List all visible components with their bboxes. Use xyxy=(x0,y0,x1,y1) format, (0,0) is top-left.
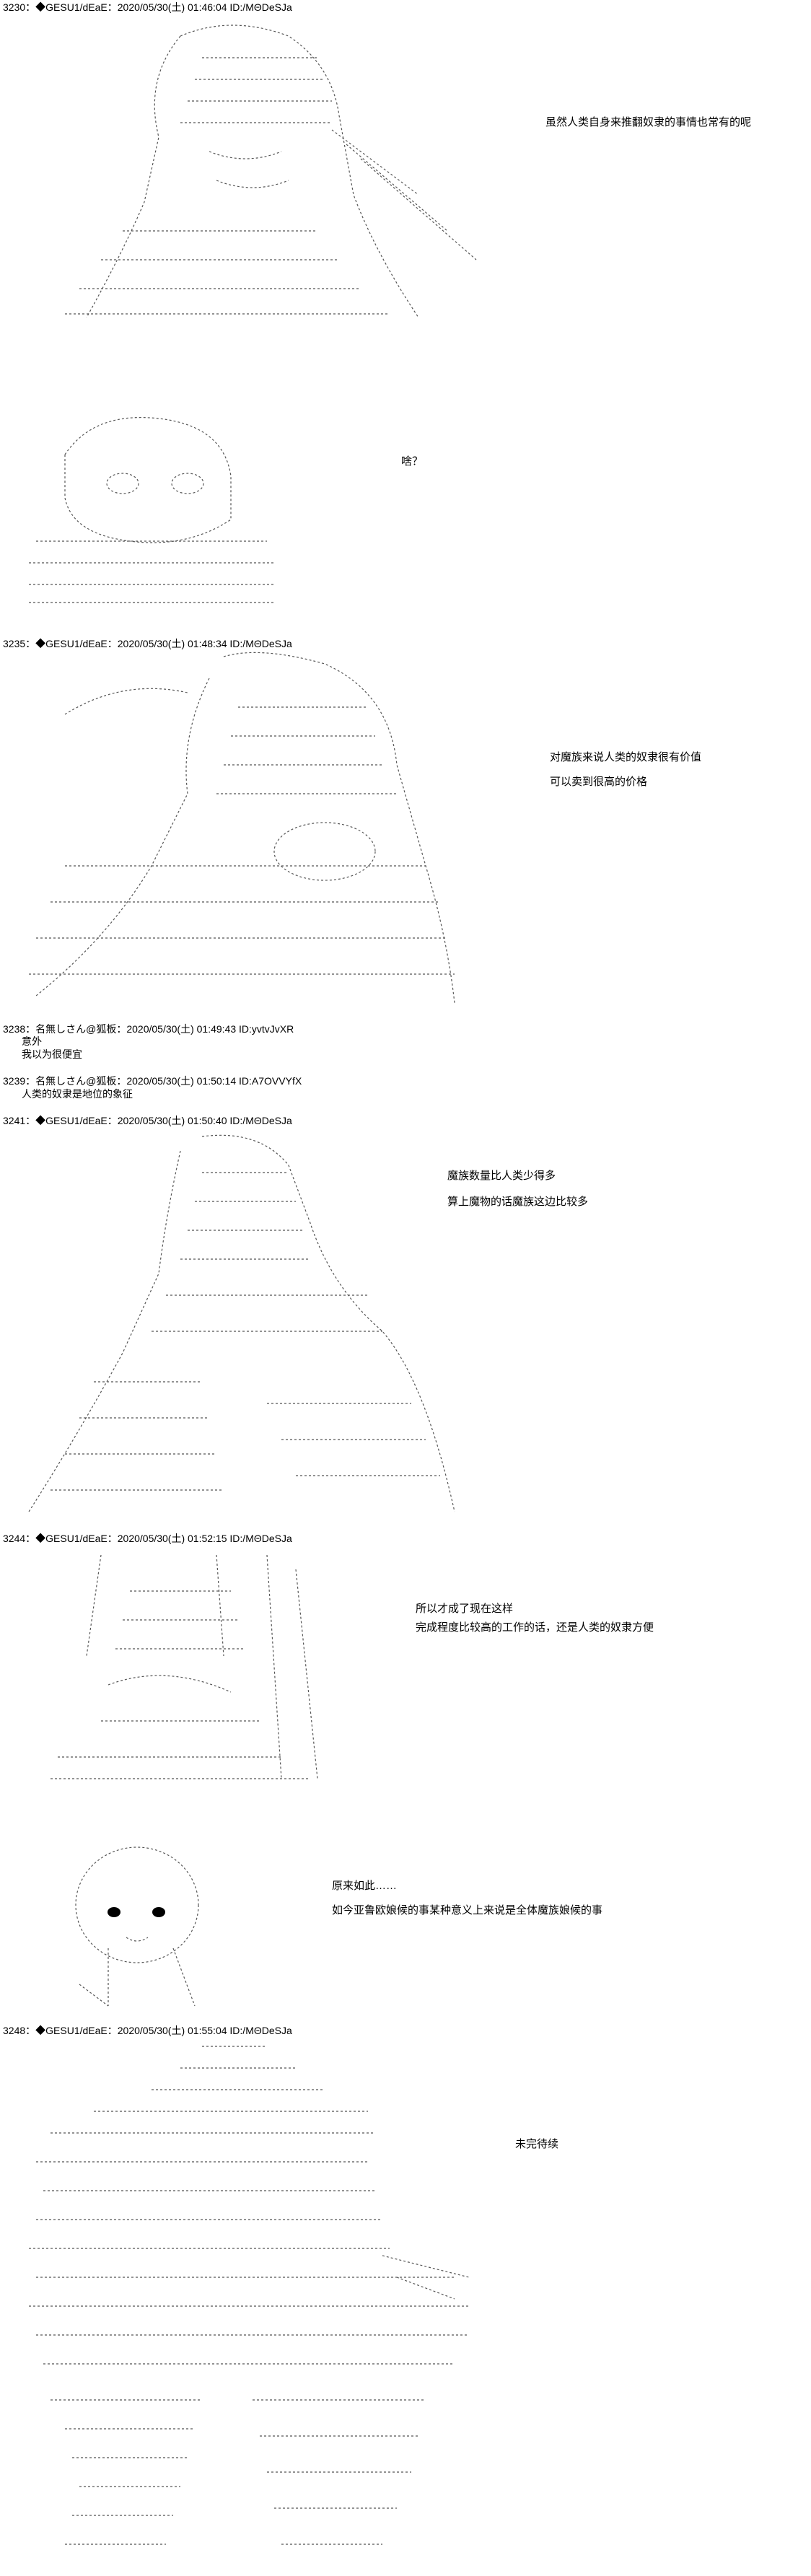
dialogue-line: 啥？ xyxy=(401,455,424,468)
post-body-line: 意外 xyxy=(22,1035,42,1047)
dialogue-line: 魔族数量比人类少得多 xyxy=(447,1170,556,1182)
dialogue-line: 对魔族来说人类的奴隶很有价值 xyxy=(550,751,702,763)
ascii-art-figure xyxy=(22,2039,483,2573)
dialogue-line: 未完待续 xyxy=(515,2138,559,2150)
dialogue-line: 算上魔物的话魔族这边比较多 xyxy=(447,1196,589,1208)
ascii-art-figure xyxy=(22,649,462,1010)
post-header: 3248：◆GESU1/dEaE：2020/05/30(土) 01:55:04 … xyxy=(3,2025,292,2036)
ascii-art-figure xyxy=(14,14,505,332)
dialogue-line: 如今亚鲁欧娘候的事某种意义上来说是全体魔族娘候的事 xyxy=(332,1904,603,1916)
dialogue-line: 完成程度比较高的工作的话，还是人类的奴隶方便 xyxy=(416,1621,654,1634)
post-header: 3239：名無しさん@狐板：2020/05/30(土) 01:50:14 ID:… xyxy=(3,1075,302,1087)
dialogue-line: 原来如此…… xyxy=(332,1880,398,1892)
post-header: 3241：◆GESU1/dEaE：2020/05/30(土) 01:50:40 … xyxy=(3,1115,292,1126)
post-header: 3238：名無しさん@狐板：2020/05/30(土) 01:49:43 ID:… xyxy=(3,1023,294,1035)
ascii-art-figure xyxy=(43,1548,354,1786)
ascii-art-face xyxy=(14,411,289,606)
post-header: 3235：◆GESU1/dEaE：2020/05/30(土) 01:48:34 … xyxy=(3,638,292,649)
post-header: 3244：◆GESU1/dEaE：2020/05/30(土) 01:52:15 … xyxy=(3,1533,292,1544)
post-header: 3230：◆GESU1/dEaE：2020/05/30(土) 01:46:04 … xyxy=(3,1,292,13)
post-body-line: 人类的奴隶是地位的象征 xyxy=(22,1088,133,1100)
dialogue-line: 虽然人类自身来推翻奴隶的事情也常有的呢 xyxy=(545,116,752,128)
dialogue-line: 所以才成了现在这样 xyxy=(416,1603,514,1615)
ascii-art-face xyxy=(65,1840,224,2013)
ascii-art-figure xyxy=(22,1129,462,1519)
post-body-line: 我以为很便宜 xyxy=(22,1048,82,1060)
dialogue-line: 可以卖到很高的价格 xyxy=(550,776,648,788)
